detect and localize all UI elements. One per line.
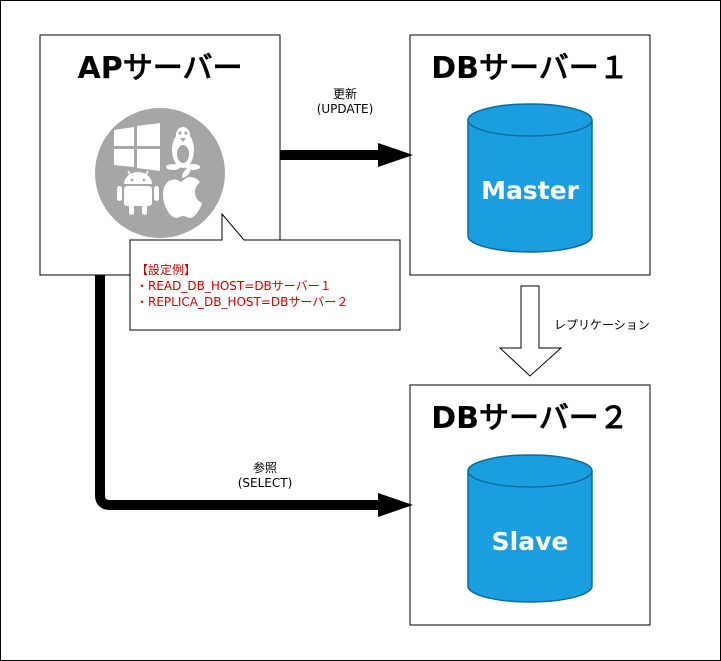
update-arrow: 更新 (UPDATE) xyxy=(280,86,413,167)
config-note-heading: 【設定例】 xyxy=(136,262,196,277)
android-icon xyxy=(117,170,159,215)
db-server-2-box: DBサーバー２ Slave xyxy=(409,384,651,626)
replication-arrow: レプリケーション xyxy=(498,285,650,377)
config-note-line-2: ・REPLICA_DB_HOST=DBサーバー２ xyxy=(136,295,348,309)
master-db-label: Master xyxy=(481,176,580,205)
linux-icon xyxy=(166,127,200,170)
replication-label: レプリケーション xyxy=(554,318,650,332)
db-server-2-title: DBサーバー２ xyxy=(431,401,628,436)
update-label-line-1: 更新 xyxy=(333,86,357,101)
db-server-1-box: DBサーバー１ Master xyxy=(409,34,651,276)
select-label-line-2: (SELECT) xyxy=(238,476,293,490)
ap-server-title: APサーバー xyxy=(78,51,243,86)
select-arrow: 参照 (SELECT) xyxy=(95,275,413,517)
slave-db-cylinder: Slave xyxy=(467,454,593,603)
update-label-line-2: (UPDATE) xyxy=(317,102,374,116)
master-db-cylinder: Master xyxy=(467,103,593,253)
apple-icon xyxy=(163,167,202,218)
ap-server-box: APサーバー xyxy=(39,34,281,276)
config-note-line-1: ・READ_DB_HOST=DBサーバー１ xyxy=(136,279,332,293)
os-icons xyxy=(95,108,225,238)
select-label-line-1: 参照 xyxy=(253,460,277,475)
windows-icon xyxy=(114,123,160,171)
db-server-1-title: DBサーバー１ xyxy=(431,51,628,86)
slave-db-label: Slave xyxy=(492,527,569,556)
config-note: 【設定例】 ・READ_DB_HOST=DBサーバー１ ・REPLICA_DB_… xyxy=(129,212,401,331)
